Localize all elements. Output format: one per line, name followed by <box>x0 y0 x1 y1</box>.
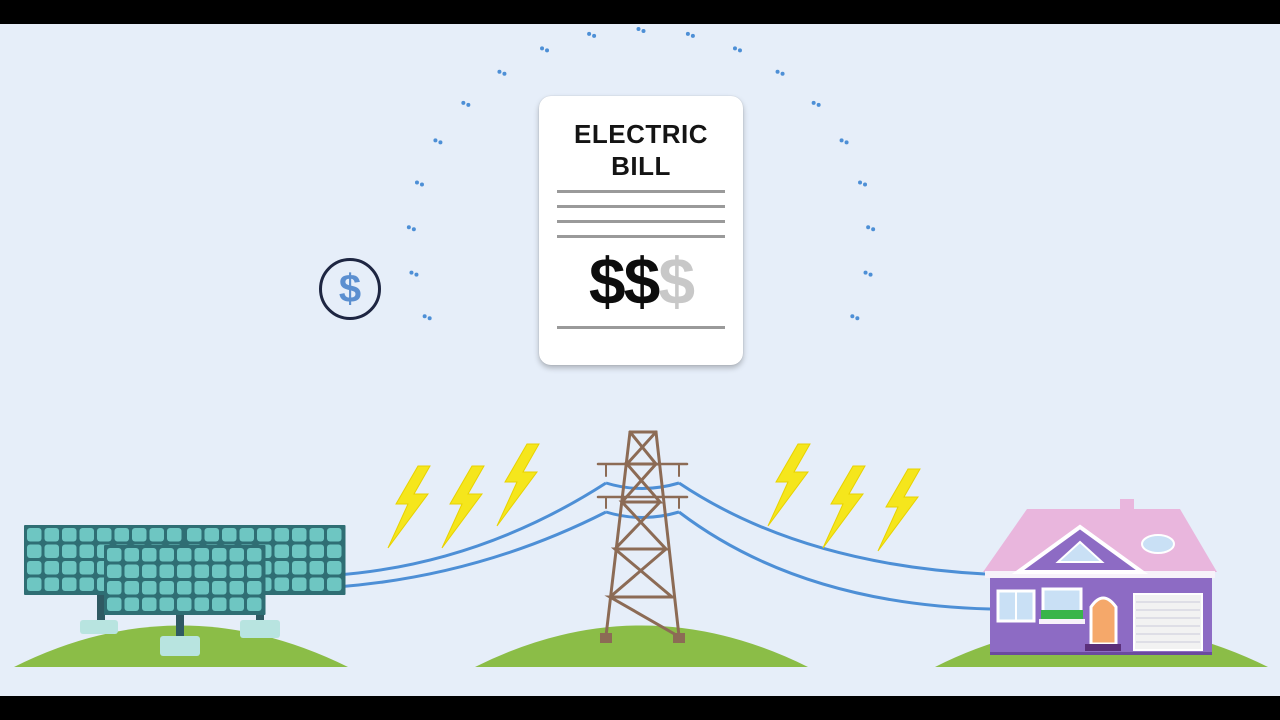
lightning-bolt-icon <box>496 443 540 527</box>
bill-amount: $$$ <box>539 246 743 316</box>
energy-dot-pair <box>409 270 419 277</box>
wire-tower-top <box>605 481 680 490</box>
wire-left-lower <box>336 510 607 589</box>
transmission-tower-icon <box>596 430 689 643</box>
bill-divider <box>557 235 725 238</box>
power-lines <box>336 481 991 611</box>
energy-dot-pair <box>685 31 695 38</box>
lightning-bolt-icon <box>387 465 431 549</box>
wire-tower-mid <box>605 510 680 519</box>
lightning-bolt-icon <box>877 468 921 552</box>
lightning-bolt-icon <box>441 465 485 549</box>
energy-dot-pair <box>422 314 432 321</box>
electric-bill-card: ELECTRIC BILL $$$ <box>539 96 743 365</box>
lightning-bolt-icon <box>767 443 811 527</box>
energy-dot-pair <box>850 314 860 321</box>
energy-dot-pair <box>775 69 785 76</box>
energy-dot-pair <box>461 100 471 107</box>
bill-amount-light: $ <box>658 244 695 318</box>
wire-right-lower <box>678 510 991 611</box>
energy-dot-pair <box>433 138 443 145</box>
middle-hill <box>475 625 808 667</box>
house-icon <box>983 499 1217 655</box>
bill-divider <box>557 190 725 193</box>
bill-divider <box>557 326 725 329</box>
energy-dot-pair <box>811 100 821 107</box>
wire-right-upper <box>678 481 986 576</box>
bill-title-line2: BILL <box>611 151 671 181</box>
energy-dot-pair <box>732 46 742 53</box>
coin-symbol: $ <box>338 266 362 311</box>
wire-left-upper <box>336 481 607 577</box>
energy-dot-pair <box>406 225 416 232</box>
energy-dots <box>406 27 876 321</box>
energy-dot-pair <box>587 31 597 38</box>
bill-divider <box>557 205 725 208</box>
bill-title: ELECTRIC BILL <box>539 118 743 182</box>
lightning-bolts <box>387 443 921 552</box>
dollar-coin-icon: $ <box>319 258 381 320</box>
bill-title-line1: ELECTRIC <box>574 119 708 149</box>
bill-divider <box>557 220 725 223</box>
bill-amount-dark: $$ <box>588 244 660 318</box>
solar-panel-icon <box>24 525 346 656</box>
energy-dot-pair <box>839 138 849 145</box>
energy-dot-pair <box>497 69 507 76</box>
lightning-bolt-icon <box>822 465 866 549</box>
illustration <box>14 27 1268 667</box>
scene-canvas: $ ELECTRIC BILL $$$ <box>0 24 1280 696</box>
energy-dot-pair <box>540 46 550 53</box>
energy-dot-pair <box>858 180 868 187</box>
energy-dot-pair <box>636 27 646 33</box>
energy-dot-pair <box>863 270 873 277</box>
energy-dot-pair <box>866 225 876 232</box>
energy-dot-pair <box>414 180 424 187</box>
solar-panel <box>104 545 266 615</box>
